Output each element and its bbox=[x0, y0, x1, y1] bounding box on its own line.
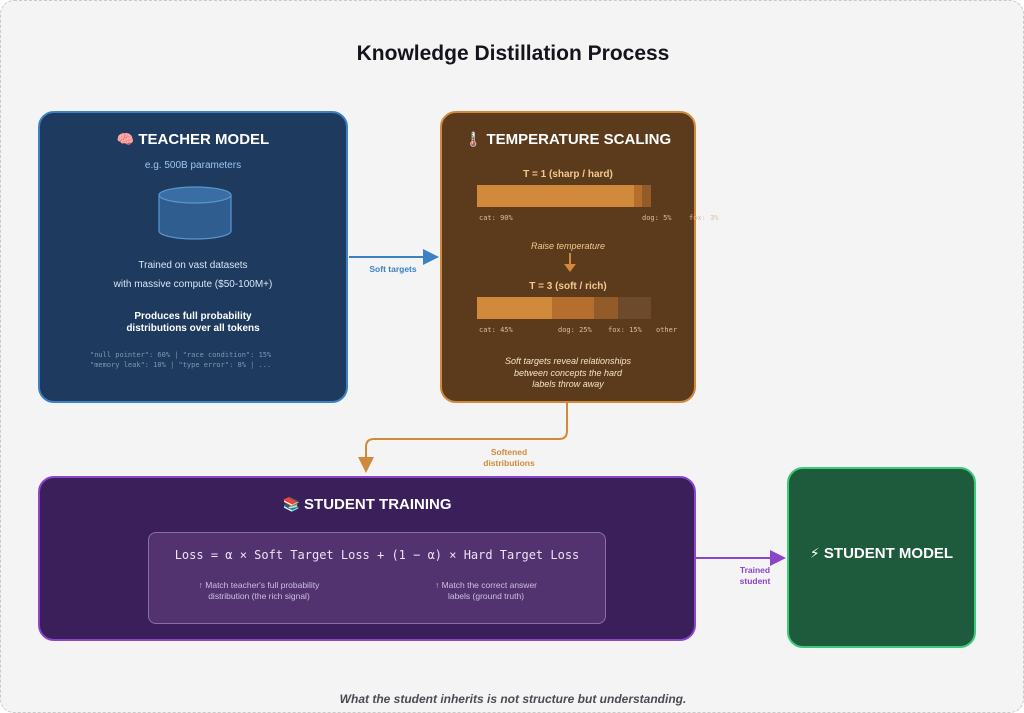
brain-icon: 🧠 bbox=[116, 132, 135, 148]
teacher-model-header: 🧠 TEACHER MODEL bbox=[40, 131, 346, 148]
t1-label: T = 1 (sharp / hard) bbox=[523, 169, 613, 180]
teacher-model-box: 🧠 TEACHER MODEL e.g. 500B parameters Tra… bbox=[38, 111, 348, 403]
hard-loss-note-line: labels (ground truth) bbox=[447, 591, 525, 601]
temperature-note-line: Soft targets reveal relationships bbox=[504, 356, 632, 366]
connector-label-line: student bbox=[739, 576, 771, 586]
t1-segment-label: dog: 5% bbox=[642, 214, 672, 222]
teacher-trained-line-2: with massive compute ($50-100M+) bbox=[113, 279, 273, 290]
raise-temperature-label: Raise temperature bbox=[530, 241, 606, 251]
t3-segment-label: cat: 45% bbox=[479, 326, 513, 334]
connector-label-soft-targets: Soft targets bbox=[369, 264, 417, 274]
bar-segment bbox=[633, 185, 643, 207]
t1-probability-bar bbox=[477, 185, 651, 207]
student-model-title: STUDENT MODEL bbox=[823, 545, 954, 562]
teacher-produces-line-2: distributions over all tokens bbox=[126, 323, 260, 334]
bar-segment bbox=[642, 185, 651, 207]
teacher-trained-line-1: Trained on vast datasets bbox=[138, 260, 248, 271]
bar-segment bbox=[551, 297, 594, 319]
connector-label-trained-student: Trained student bbox=[715, 565, 795, 587]
temperature-scaling-box: 🌡️ TEMPERATURE SCALING T = 1 (sharp / ha… bbox=[440, 111, 719, 403]
temperature-note: Soft targets reveal relationships betwee… bbox=[442, 356, 694, 391]
books-icon: 📚 bbox=[282, 497, 300, 513]
soft-loss-note-line: ↑ Match teacher's full probability bbox=[198, 580, 320, 590]
student-model-header: ⚡ STUDENT MODEL bbox=[789, 545, 974, 562]
teacher-example-line-1: "null pointer": 60% | "race condition": … bbox=[90, 351, 272, 359]
temperature-scaling-title: TEMPERATURE SCALING bbox=[486, 131, 672, 148]
connector-label-line: Trained bbox=[739, 565, 771, 575]
thermometer-icon: 🌡️ bbox=[464, 132, 483, 148]
teacher-produces-line-1: Produces full probability bbox=[134, 311, 252, 322]
t3-label: T = 3 (soft / rich) bbox=[529, 281, 607, 292]
bar-segment bbox=[477, 297, 552, 319]
database-cylinder-icon bbox=[158, 186, 232, 240]
teacher-example-line-2: "memory leak": 10% | "type error": 8% | … bbox=[90, 361, 272, 369]
soft-loss-note: ↑ Match teacher's full probability distr… bbox=[159, 580, 359, 602]
arrow-temperature-to-student-training bbox=[358, 403, 568, 473]
temperature-note-line: labels throw away bbox=[532, 379, 604, 389]
t1-segment-label: fox: 3% bbox=[689, 214, 719, 222]
hard-loss-note-line: ↑ Match the correct answer bbox=[434, 580, 538, 590]
t1-segment-label: cat: 90% bbox=[479, 214, 513, 222]
t3-segment-label: dog: 25% bbox=[558, 326, 592, 334]
t3-probability-bar bbox=[477, 297, 651, 319]
loss-formula-box: Loss = α × Soft Target Loss + (1 − α) × … bbox=[148, 532, 606, 624]
bar-segment bbox=[593, 297, 618, 319]
loss-formula: Loss = α × Soft Target Loss + (1 − α) × … bbox=[174, 548, 580, 562]
temperature-scaling-header: 🌡️ TEMPERATURE SCALING bbox=[442, 131, 694, 148]
student-model-box: ⚡ STUDENT MODEL bbox=[787, 467, 976, 648]
connector-label-line: distributions bbox=[483, 458, 535, 468]
student-training-header: 📚 STUDENT TRAINING bbox=[40, 496, 694, 513]
teacher-model-subtitle: e.g. 500B parameters bbox=[144, 160, 242, 171]
footer-caption: What the student inherits is not structu… bbox=[339, 692, 687, 706]
t3-segment-label: other bbox=[656, 326, 678, 334]
temperature-note-line: between concepts the hard bbox=[513, 367, 623, 378]
soft-loss-note-line: distribution (the rich signal) bbox=[208, 591, 310, 601]
hard-loss-note: ↑ Match the correct answer labels (groun… bbox=[386, 580, 586, 602]
connector-label-softened-distributions: Softened distributions bbox=[469, 447, 549, 469]
bar-segment bbox=[617, 297, 651, 319]
page-title: Knowledge Distillation Process bbox=[356, 42, 670, 65]
student-training-box: 📚 STUDENT TRAINING Loss = α × Soft Targe… bbox=[38, 476, 696, 641]
lightning-icon: ⚡ bbox=[809, 546, 820, 562]
student-training-title: STUDENT TRAINING bbox=[304, 496, 452, 513]
down-arrow-icon bbox=[564, 253, 576, 272]
teacher-model-title: TEACHER MODEL bbox=[138, 131, 270, 148]
connector-label-line: Softened bbox=[490, 447, 528, 457]
bar-segment bbox=[477, 185, 634, 207]
t3-segment-label: fox: 15% bbox=[608, 326, 642, 334]
